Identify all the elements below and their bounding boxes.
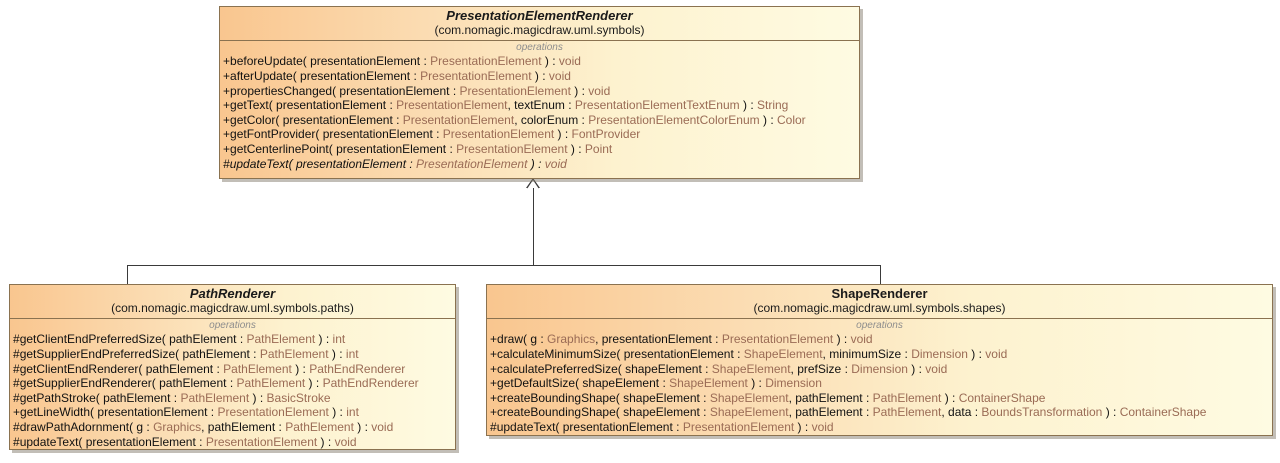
- compartment-label-operations: operations: [209, 319, 256, 331]
- operation-visibility: #: [13, 420, 20, 435]
- class-box-presentation-element-renderer[interactable]: PresentationElementRenderer (com.nomagic…: [219, 6, 860, 179]
- class-package: (com.nomagic.magicdraw.uml.symbols): [434, 22, 645, 37]
- operations-list: +beforeUpdate( presentationElement : Pre…: [220, 54, 859, 171]
- operation-visibility: #: [13, 347, 20, 362]
- operations-list: +draw( g : Graphics, presentationElement…: [487, 332, 1272, 434]
- operation-visibility: #: [490, 420, 497, 435]
- operations-compartment: operations +draw( g : Graphics, presenta…: [487, 319, 1272, 435]
- operation-row[interactable]: +getColor( presentationElement : Present…: [220, 113, 859, 128]
- operation-signature: getDefaultSize( shapeElement : ShapeElem…: [497, 376, 822, 391]
- operation-row[interactable]: +calculatePreferredSize( shapeElement : …: [487, 362, 1272, 377]
- operation-row[interactable]: +createBoundingShape( shapeElement : Sha…: [487, 391, 1272, 406]
- connector-stem-vertical: [533, 188, 534, 266]
- operation-visibility: +: [490, 332, 498, 347]
- operation-signature: propertiesChanged( presentationElement :…: [230, 83, 611, 98]
- operation-row[interactable]: #drawPathAdornment( g : Graphics, pathEl…: [10, 420, 455, 435]
- operation-visibility: +: [490, 405, 498, 420]
- class-header: PresentationElementRenderer (com.nomagic…: [220, 7, 859, 41]
- operation-signature: getLineWidth( presentationElement : Pres…: [20, 405, 359, 420]
- connector-drop-path-renderer: [127, 265, 128, 284]
- operation-row[interactable]: #updateText( presentationElement : Prese…: [220, 157, 859, 172]
- operation-signature: calculatePreferredSize( shapeElement : S…: [497, 361, 948, 376]
- operation-row[interactable]: #getSupplierEndPreferredSize( pathElemen…: [10, 347, 455, 362]
- operation-row[interactable]: +getCenterlinePoint( presentationElement…: [220, 142, 859, 157]
- operation-row[interactable]: #getPathStroke( pathElement : PathElemen…: [10, 391, 455, 406]
- operation-row[interactable]: +calculateMinimumSize( presentationEleme…: [487, 347, 1272, 362]
- operation-row[interactable]: +getDefaultSize( shapeElement : ShapeEle…: [487, 376, 1272, 391]
- operation-visibility: +: [223, 83, 231, 98]
- operation-visibility: #: [13, 332, 20, 347]
- operations-list: #getClientEndPreferredSize( pathElement …: [10, 332, 455, 449]
- operation-signature: updateText( presentationElement : Presen…: [496, 420, 834, 435]
- connector-bus-horizontal: [127, 265, 881, 266]
- operation-visibility: #: [13, 390, 20, 405]
- operation-visibility: +: [223, 69, 231, 84]
- generalization-arrowhead: [527, 180, 539, 189]
- class-package: (com.nomagic.magicdraw.uml.symbols.shape…: [753, 300, 1006, 315]
- operation-visibility: +: [223, 112, 231, 127]
- connector-drop-shape-renderer: [880, 265, 881, 284]
- class-box-shape-renderer[interactable]: ShapeRenderer (com.nomagic.magicdraw.uml…: [486, 284, 1273, 436]
- operation-row[interactable]: #updateText( presentationElement : Prese…: [10, 434, 455, 449]
- operation-signature: createBoundingShape( shapeElement : Shap…: [497, 405, 1207, 420]
- operation-visibility: +: [13, 405, 21, 420]
- operation-row[interactable]: +afterUpdate( presentationElement : Pres…: [220, 69, 859, 84]
- operation-row[interactable]: +propertiesChanged( presentationElement …: [220, 84, 859, 99]
- operation-visibility: #: [13, 361, 20, 376]
- operation-signature: beforeUpdate( presentationElement : Pres…: [230, 54, 581, 69]
- operation-signature: getFontProvider( presentationElement : P…: [230, 127, 641, 142]
- operation-signature: getColor( presentationElement : Presenta…: [230, 112, 806, 127]
- operation-row[interactable]: +getText( presentationElement : Presenta…: [220, 98, 859, 113]
- operation-signature: getCenterlinePoint( presentationElement …: [230, 142, 613, 157]
- operation-signature: draw( g : Graphics, presentationElement …: [497, 332, 873, 347]
- operations-compartment: operations #getClientEndPreferredSize( p…: [10, 319, 455, 449]
- operation-visibility: +: [490, 376, 498, 391]
- operation-visibility: #: [223, 156, 230, 171]
- operation-signature: updateText( presentationElement : Presen…: [19, 434, 357, 449]
- class-header: PathRenderer (com.nomagic.magicdraw.uml.…: [10, 285, 455, 319]
- operation-signature: getPathStroke( pathElement : PathElement…: [19, 390, 331, 405]
- operation-row[interactable]: +createBoundingShape( shapeElement : Sha…: [487, 405, 1272, 420]
- operation-row[interactable]: +getLineWidth( presentationElement : Pre…: [10, 405, 455, 420]
- operation-row[interactable]: #updateText( presentationElement : Prese…: [487, 420, 1272, 435]
- operation-signature: createBoundingShape( shapeElement : Shap…: [497, 390, 1046, 405]
- operation-visibility: +: [223, 142, 231, 157]
- operation-row[interactable]: #getClientEndPreferredSize( pathElement …: [10, 332, 455, 347]
- operation-visibility: +: [490, 347, 498, 362]
- operation-visibility: +: [223, 127, 231, 142]
- class-name: ShapeRenderer: [831, 286, 928, 301]
- operation-row[interactable]: +getFontProvider( presentationElement : …: [220, 127, 859, 142]
- operation-visibility: +: [223, 98, 231, 113]
- operation-visibility: #: [13, 376, 20, 391]
- class-box-path-renderer[interactable]: PathRenderer (com.nomagic.magicdraw.uml.…: [9, 284, 456, 450]
- operation-signature: afterUpdate( presentationElement : Prese…: [230, 69, 571, 84]
- class-package: (com.nomagic.magicdraw.uml.symbols.paths…: [111, 300, 354, 315]
- operation-signature: updateText( presentationElement : Presen…: [229, 156, 567, 171]
- operation-row[interactable]: +beforeUpdate( presentationElement : Pre…: [220, 54, 859, 69]
- operation-row[interactable]: +draw( g : Graphics, presentationElement…: [487, 332, 1272, 347]
- operation-visibility: #: [13, 434, 20, 449]
- operation-signature: getSupplierEndRenderer( pathElement : Pa…: [19, 376, 419, 391]
- compartment-label-operations: operations: [856, 319, 903, 331]
- operation-row[interactable]: #getClientEndRenderer( pathElement : Pat…: [10, 362, 455, 377]
- operation-visibility: +: [490, 361, 498, 376]
- operation-signature: getText( presentationElement : Presentat…: [230, 98, 789, 113]
- operation-signature: getSupplierEndPreferredSize( pathElement…: [19, 347, 359, 362]
- operation-signature: getClientEndPreferredSize( pathElement :…: [19, 332, 346, 347]
- operation-row[interactable]: #getSupplierEndRenderer( pathElement : P…: [10, 376, 455, 391]
- operation-signature: drawPathAdornment( g : Graphics, pathEle…: [19, 420, 394, 435]
- class-name: PresentationElementRenderer: [446, 8, 633, 23]
- operations-compartment: operations +beforeUpdate( presentationEl…: [220, 41, 859, 173]
- operation-signature: getClientEndRenderer( pathElement : Path…: [19, 361, 406, 376]
- class-header: ShapeRenderer (com.nomagic.magicdraw.uml…: [487, 285, 1272, 319]
- operation-signature: calculateMinimumSize( presentationElemen…: [497, 347, 1008, 362]
- operation-visibility: +: [490, 390, 498, 405]
- compartment-label-operations: operations: [516, 41, 563, 53]
- class-name: PathRenderer: [189, 286, 276, 301]
- operation-visibility: +: [223, 54, 231, 69]
